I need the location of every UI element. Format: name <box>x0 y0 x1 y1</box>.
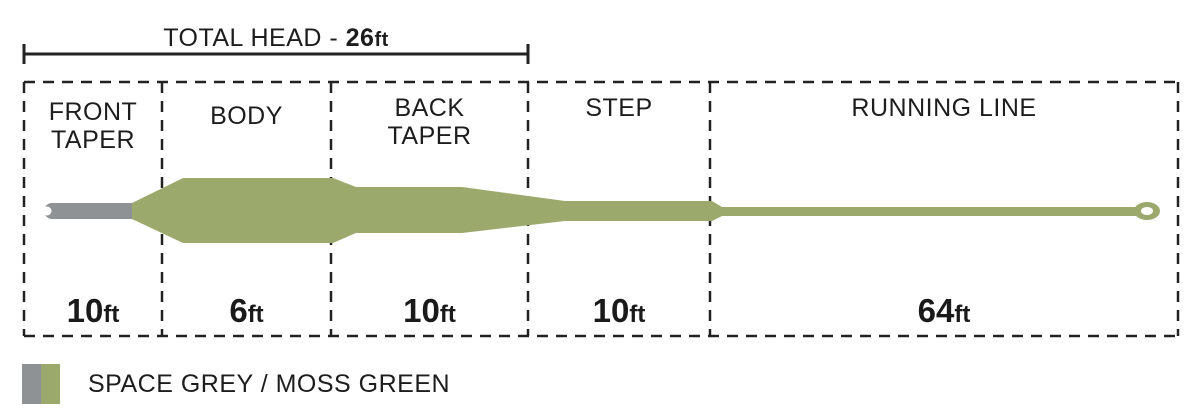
grey-front-loop <box>44 203 133 219</box>
fly-line-profile <box>42 178 1160 243</box>
section-label-back-taper: BACK TAPER <box>387 94 472 150</box>
color-swatch <box>22 364 60 404</box>
total-head-value: 26 <box>345 24 375 52</box>
section-label-front-taper: FRONT TAPER <box>48 98 138 154</box>
section-length-running-line: 64ft <box>917 292 971 329</box>
section-length-front-taper: 10ft <box>66 292 120 329</box>
section-label-running-line: RUNNING LINE <box>851 94 1037 122</box>
space-grey-swatch <box>22 364 41 404</box>
front-loop-eye <box>42 206 52 216</box>
moss-green-swatch <box>41 364 60 404</box>
total-head-label: TOTAL HEAD - 26ft <box>24 24 528 53</box>
rear-loop-eye <box>1141 207 1153 215</box>
section-length-step: 10ft <box>592 292 646 329</box>
total-head-prefix: TOTAL HEAD - <box>163 24 346 52</box>
section-dividers <box>22 80 1180 338</box>
green-head <box>132 178 1142 243</box>
section-label-step: STEP <box>585 94 653 122</box>
legend-label: SPACE GREY / MOSS GREEN <box>88 369 451 398</box>
section-length-back-taper: 10ft <box>403 292 456 329</box>
total-head-bracket <box>22 44 530 64</box>
color-legend: SPACE GREY / MOSS GREEN <box>22 364 450 404</box>
total-head-unit: ft <box>374 29 389 51</box>
section-length-body: 6ft <box>229 292 264 329</box>
section-label-body: BODY <box>210 102 283 130</box>
